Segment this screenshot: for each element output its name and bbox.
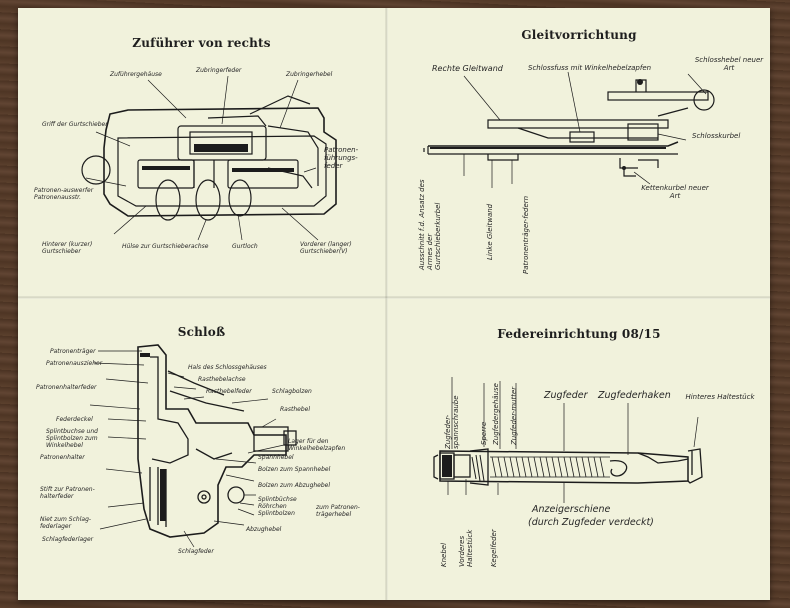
label-zubringerfeder: Zubringerfeder <box>196 67 242 74</box>
label-huelse: Hülse zur Gurtschieberachse <box>122 243 209 250</box>
label-patronenhalter: Patronenhalter <box>40 454 85 461</box>
label-zubringerhebel: Zubringerhebel <box>286 71 333 78</box>
label-zugfedergehaeuse: Zugfedergehäuse <box>492 383 500 445</box>
label-patronenfuehrungsfeder: Patronen-führungs-feder <box>324 146 359 171</box>
label-schlagfederlager: Schlagfederlager <box>42 536 94 543</box>
label-schlosshebel: Schlosshebel neuer Art <box>694 56 764 73</box>
label-bolzen-abzughebel: Bolzen zum Abzughebel <box>258 482 331 489</box>
horizontal-fold-line <box>18 296 770 299</box>
label-splintbuechse: Splintbüchse Röhrchen Splintbolzen <box>258 496 297 517</box>
schloss-diagram <box>89 344 297 548</box>
label-hals: Hals des Schlossgehäuses <box>188 364 267 371</box>
label-kegelfeder: Kegelfeder <box>490 529 498 567</box>
label-lager: Lager für den Winkelhebelzapfen <box>288 438 346 452</box>
label-griff: Griff der Gurtschieber <box>42 121 108 128</box>
label-zum-patronentraegerhebel: zum Patronen-trägerhebel <box>316 504 360 518</box>
label-patronentraegerfedern: Patronenträger-federn <box>522 195 530 274</box>
label-rasthebel: Rasthebel <box>280 406 310 413</box>
label-ausschnitt: Ausschnitt f.d. Ansatz des Armes der Gur… <box>418 179 443 270</box>
label-rasthebelfeder: Rasthebelfeder <box>206 388 252 395</box>
label-zugfeder: Zugfeder <box>544 390 588 401</box>
label-zufuehrergehaeuse: Zuführergehäuse <box>110 71 162 78</box>
label-patronenauszieher: Patronenauszieher <box>46 360 103 367</box>
label-gurtloch: Gurtloch <box>232 243 258 250</box>
panel-gleitvorrichtung: Gleitvorrichtung <box>388 8 770 296</box>
label-bolzen-spannhebel: Bolzen zum Spannhebel <box>258 466 331 473</box>
label-vorderer-gurtschieber: Vorderer (langer) Gurtschieber(V) <box>300 241 352 255</box>
label-splintbuchse: Splintbuchse und Splintbolzen zum Winkel… <box>46 428 98 449</box>
label-hinteres-haltestueck: Hinteres Haltestück <box>685 393 755 401</box>
label-patronentraeger: Patronenträger <box>50 348 96 355</box>
label-schlossfuss: Schlossfuss mit Winkelhebelzapfen <box>528 64 652 72</box>
panel-federeinrichtung: Federeinrichtung 08/15 <box>388 299 770 600</box>
label-spannhebel: Spannhebel <box>258 454 294 461</box>
label-kettenkurbel: Kettenkurbel neuer Art <box>641 184 709 201</box>
label-schlagfeder: Schlagfeder <box>178 548 214 555</box>
panel-zufuehrer: Zuführer von rechts <box>18 8 385 296</box>
label-rasthebelachse: Rasthebelachse <box>198 376 246 383</box>
federeinrichtung-diagram <box>433 377 703 503</box>
zufuehrer-diagram <box>81 75 337 241</box>
kegelfeder-coil <box>471 454 485 482</box>
label-schlagbolzen: Schlagbolzen <box>272 388 312 395</box>
label-sperre: Sperre <box>480 421 488 445</box>
label-rechte-gleitwand: Rechte Gleitwand <box>432 64 503 73</box>
label-anzeigerschiene: Anzeigerschiene <box>532 504 611 515</box>
label-zugfederspannschraube: Zugfeder-spannschraube <box>444 395 461 449</box>
label-federdeckel: Federdeckel <box>56 416 93 423</box>
label-patronenhalterfeder: Patronenhalterfeder <box>36 384 97 391</box>
zugfeder-coil <box>490 456 610 478</box>
panel-title-zufuehrer: Zuführer von rechts <box>132 36 271 50</box>
label-vorderes-haltestueck: Vorderes Haltestück <box>458 529 475 567</box>
label-niet: Niet zum Schlag-federlager <box>40 516 92 530</box>
label-linke-gleitwand: Linke Gleitwand <box>486 203 494 260</box>
label-hinterer-gurtschieber: Hinterer (kurzer) Gurtschieber <box>42 241 93 255</box>
panel-title-schloss: Schloß <box>177 325 226 339</box>
panel-schloss: Schloß <box>18 299 385 600</box>
label-patronenauswerfer: Patronen-auswerfer Patronenausstr. <box>34 187 94 201</box>
label-stift: Stift zur Patronen-halterfeder <box>40 486 95 500</box>
label-zugfederhaken: Zugfederhaken <box>598 390 671 401</box>
folded-manual-sheet: Zuführer von rechts <box>18 8 770 600</box>
label-zugfedermutter: Zugfeder-mutter <box>510 386 518 445</box>
gleitvorrichtung-diagram <box>423 71 715 188</box>
label-schlosskurbel: Schlosskurbel <box>692 132 741 140</box>
label-knebel: Knebel <box>440 542 448 567</box>
panel-title-gleitvorrichtung: Gleitvorrichtung <box>521 28 637 42</box>
label-abzughebel: Abzughebel <box>246 526 282 533</box>
panel-title-federeinrichtung: Federeinrichtung 08/15 <box>497 327 661 341</box>
label-anzeigerschiene-note: (durch Zugfeder verdeckt) <box>528 517 654 528</box>
vertical-fold-line <box>385 8 388 600</box>
